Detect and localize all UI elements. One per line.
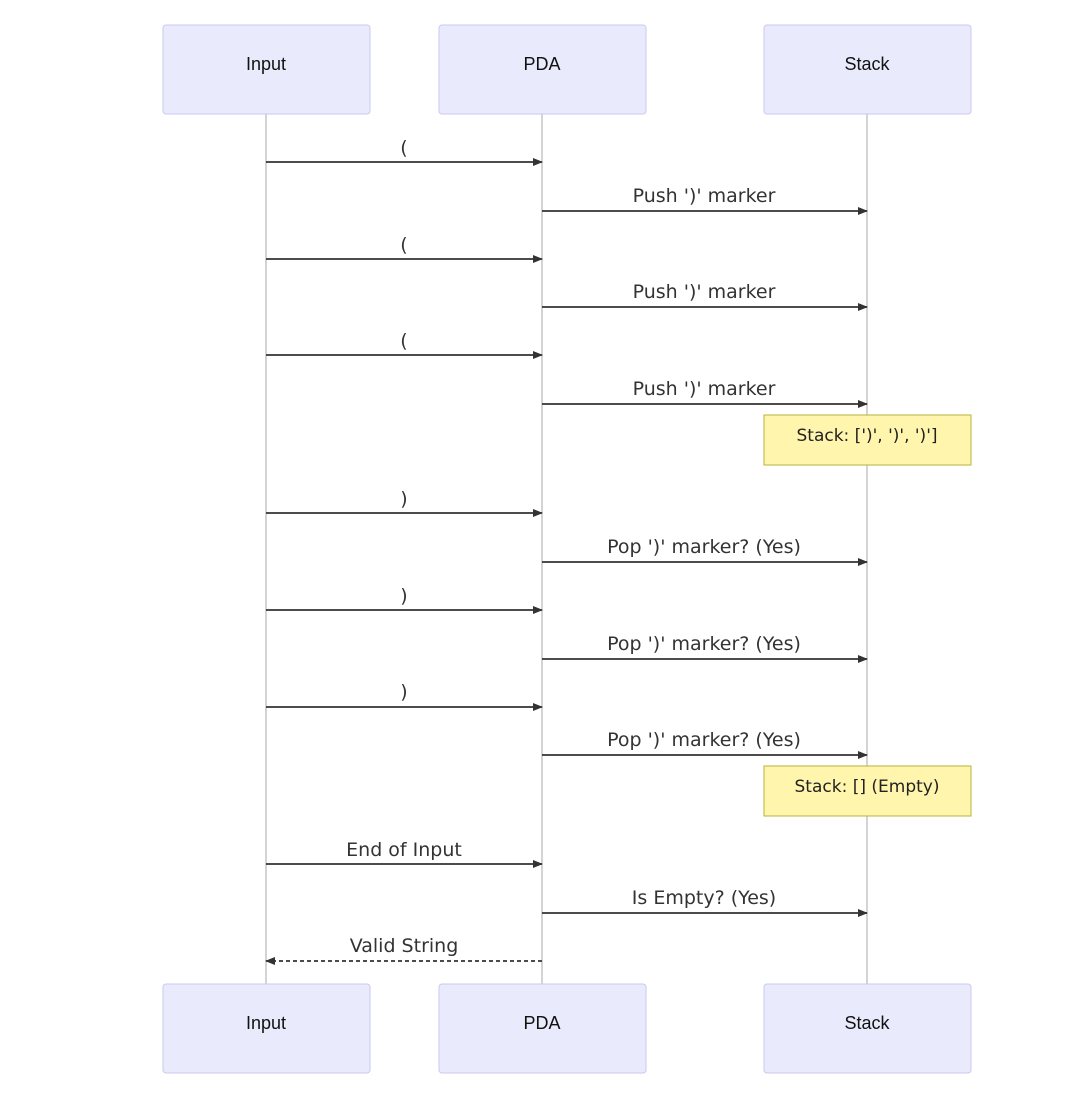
actor-pda-top: PDA: [438, 24, 647, 115]
message-label: Is Empty? (Yes): [632, 887, 776, 909]
actor-label: Stack: [844, 54, 890, 74]
message-label: Push ')' marker: [633, 378, 776, 400]
message-label: ): [400, 585, 407, 607]
actor-label: PDA: [523, 54, 560, 74]
message: End of Input: [266, 839, 543, 868]
actor-input-bottom: Input: [162, 983, 371, 1074]
message-label: Pop ')' marker? (Yes): [607, 633, 801, 655]
message: (: [266, 137, 543, 166]
message: (: [266, 330, 543, 359]
actor-label: Stack: [844, 1013, 890, 1033]
message-label: Valid String: [350, 935, 459, 957]
message-label: (: [400, 330, 407, 352]
message-label: End of Input: [346, 839, 462, 861]
message-label: (: [400, 137, 407, 159]
note: Stack: [')', ')', ')']: [763, 414, 972, 466]
note: Stack: [] (Empty): [763, 765, 972, 817]
message: ): [266, 488, 543, 517]
message-label: Push ')' marker: [633, 281, 776, 303]
message: Pop ')' marker? (Yes): [542, 536, 868, 566]
actor-label: Input: [246, 54, 286, 74]
message-label: Pop ')' marker? (Yes): [607, 536, 801, 558]
message: Push ')' marker: [542, 281, 868, 311]
message-label: ): [400, 681, 407, 703]
message: Is Empty? (Yes): [542, 887, 868, 917]
actor-pda-bottom: PDA: [438, 983, 647, 1074]
actor-stack-top: Stack: [763, 24, 972, 115]
message-label: Push ')' marker: [633, 185, 776, 207]
message: Pop ')' marker? (Yes): [542, 633, 868, 663]
message: Push ')' marker: [542, 378, 868, 408]
actor-stack-bottom: Stack: [763, 983, 972, 1074]
message-label: (: [400, 234, 407, 256]
message: ): [266, 585, 543, 614]
message: Valid String: [265, 935, 542, 965]
actor-input-top: Input: [162, 24, 371, 115]
message: (: [266, 234, 543, 263]
message: Push ')' marker: [542, 185, 868, 215]
note-label: Stack: [')', ')', ')']: [796, 426, 937, 446]
message: Pop ')' marker? (Yes): [542, 729, 868, 759]
message: ): [266, 681, 543, 711]
actor-label: PDA: [523, 1013, 560, 1033]
message-label: ): [400, 488, 407, 510]
message-label: Pop ')' marker? (Yes): [607, 729, 801, 751]
actor-label: Input: [246, 1013, 286, 1033]
note-label: Stack: [] (Empty): [795, 777, 940, 797]
